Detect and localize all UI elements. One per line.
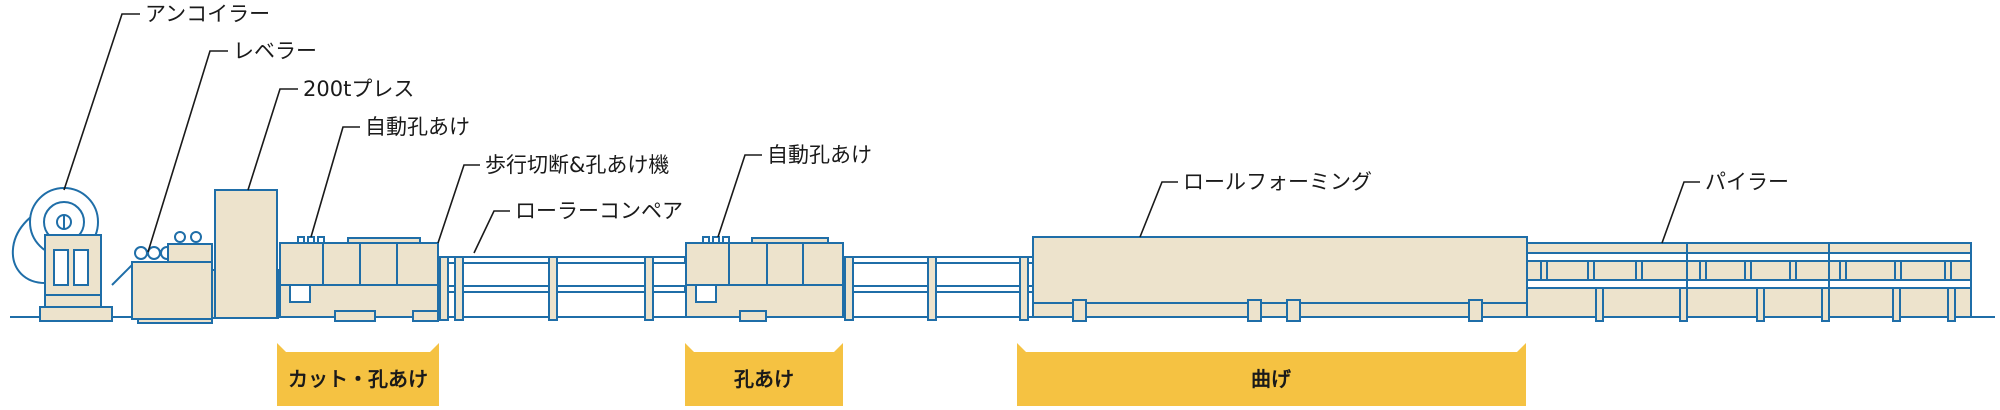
process-bar-punch-label: 孔あけ [734, 367, 794, 391]
label-roller-conveyor: ローラーコンペア [515, 199, 683, 223]
process-bar-cut-punch-label: カット・孔あけ [288, 367, 428, 391]
process-bar-bend: 曲げ [1017, 343, 1526, 406]
process-bar-bend-label: 曲げ [1251, 367, 1292, 391]
leader-lines [63, 13, 1700, 254]
label-piler: パイラー [1705, 170, 1789, 194]
label-leveler: レベラー [233, 39, 317, 63]
label-auto-punch-2: 自動孔あけ [767, 143, 872, 167]
leveler-machine [111, 231, 213, 324]
roll-forming-machine [1032, 236, 1528, 322]
label-cut-punch-machine: 歩行切断&孔あけ機 [485, 153, 669, 177]
press-machine [211, 189, 279, 319]
process-bar-punch: 孔あけ [685, 343, 843, 406]
auto-punch-machine-2 [685, 236, 844, 322]
roller-conveyor-1 [439, 256, 686, 321]
cut-punch-machine [279, 236, 439, 322]
process-bar-cut-punch: カット・孔あけ [277, 343, 439, 406]
piler-machine [1526, 242, 1972, 322]
roller-conveyor-2 [842, 256, 1034, 321]
label-press: 200tプレス [303, 77, 414, 101]
label-roll-forming: ロールフォーミング [1183, 170, 1372, 194]
label-uncoiler: アンコイラー [145, 2, 270, 26]
uncoiler-machine [11, 187, 113, 322]
label-auto-punch-1: 自動孔あけ [365, 115, 470, 139]
